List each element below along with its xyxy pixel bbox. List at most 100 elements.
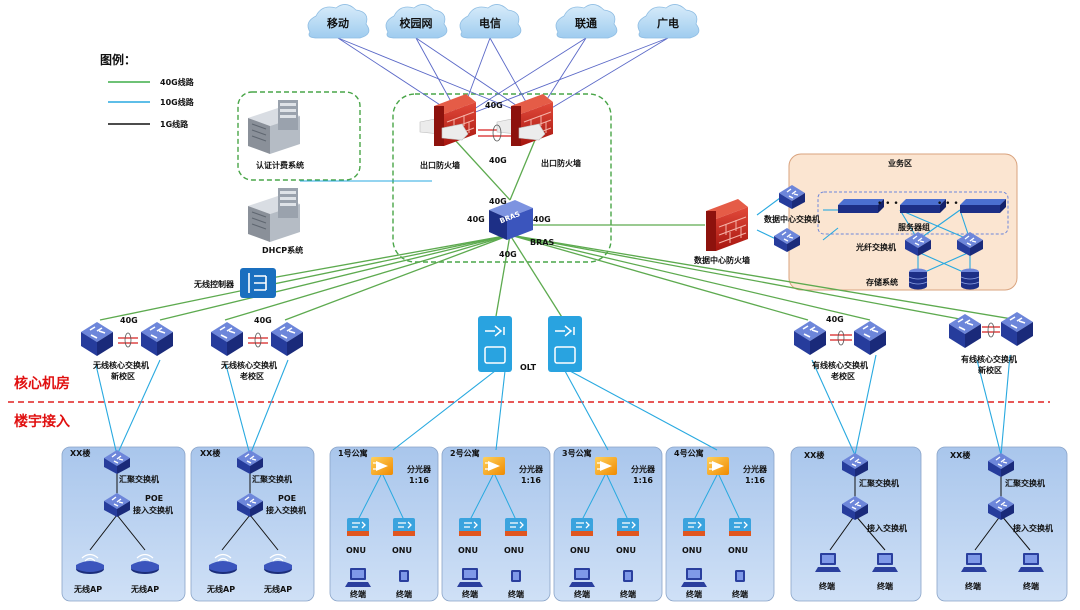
- dc-switch-label: 数据中心交换机: [764, 214, 820, 224]
- poe-label-line1: POE: [145, 494, 163, 503]
- onu-icon: [728, 517, 752, 537]
- zone-core-room-label: 核心机房: [14, 375, 70, 392]
- building-name: XX楼: [200, 448, 220, 458]
- cloud-isp: 校园网: [385, 4, 448, 39]
- wireless-core-old-line1: 无线核心交换机: [220, 360, 277, 370]
- onu-label: ONU: [504, 546, 524, 555]
- building-box: [553, 446, 663, 602]
- ap-label: 无线AP: [73, 584, 102, 594]
- server-blade-3: [960, 199, 1006, 213]
- poe-label-line2: 接入交换机: [266, 505, 306, 515]
- onu-label: ONU: [346, 546, 366, 555]
- dc-firewall-label: 数据中心防火墙: [694, 255, 750, 265]
- terminal-label: 终端: [461, 589, 478, 599]
- legend-item-label: 1G线路: [160, 119, 189, 129]
- zone-building-access-label: 楼宇接入: [14, 413, 70, 430]
- onu-label: ONU: [728, 546, 748, 555]
- olt-label: OLT: [520, 363, 537, 372]
- wireless-core-new-line2: 新校区: [111, 371, 135, 381]
- auth-billing-label: 认证计费系统: [256, 160, 304, 170]
- terminal-label: 终端: [731, 589, 748, 599]
- ap-label: 无线AP: [130, 584, 159, 594]
- terminal-label: 终端: [964, 581, 981, 591]
- onu-label: ONU: [570, 546, 590, 555]
- apartment-name: 3号公寓: [562, 448, 592, 458]
- bras-router: BRAS BRAS: [489, 200, 554, 247]
- speed-label-wl-old: 40G: [254, 316, 272, 325]
- auth-billing-system: 认证计费系统: [247, 99, 304, 170]
- wireless-core-old-line2: 老校区: [239, 371, 264, 381]
- terminal-label: 终端: [507, 589, 524, 599]
- speed-label-bras-top: 40G: [489, 197, 507, 206]
- legend-title: 图例：: [100, 52, 136, 67]
- wireless-core-new-line1: 无线核心交换机: [92, 360, 149, 370]
- egress-firewall-right: 出口防火墙: [496, 93, 581, 168]
- apartment-name: 1号公寓: [338, 448, 368, 458]
- egress-firewall-right-label: 出口防火墙: [541, 158, 581, 168]
- legend-item: 40G线路: [108, 77, 195, 87]
- fiber-switch-label: 光纤交换机: [855, 242, 896, 252]
- ap-label: 无线AP: [263, 584, 292, 594]
- building-box: [665, 446, 775, 602]
- onu-label: ONU: [682, 546, 702, 555]
- legend-item-label: 10G线路: [160, 97, 195, 107]
- wireless-controller-label: 无线控制器: [193, 279, 235, 289]
- onu-label: ONU: [458, 546, 478, 555]
- splitter-label-line1: 分光器: [631, 464, 656, 474]
- terminal-label: 终端: [685, 589, 702, 599]
- speed-label-fw-pair: 40G: [485, 101, 503, 110]
- storage-left: [908, 268, 928, 290]
- apartment-name: 4号公寓: [674, 448, 704, 458]
- aggregation-switch-label: 汇聚交换机: [252, 474, 292, 484]
- speed-label-bras-left: 40G: [467, 215, 485, 224]
- splitter-icon: [370, 456, 394, 476]
- access-switch-label: 接入交换机: [1013, 523, 1053, 533]
- cloud-label: 联通: [575, 16, 597, 30]
- terminal-label: 终端: [818, 581, 835, 591]
- onu-icon: [458, 517, 482, 537]
- onu-label: ONU: [616, 546, 636, 555]
- onu-icon: [504, 517, 528, 537]
- building-name: XX楼: [950, 450, 970, 460]
- egress-firewall-left-label: 出口防火墙: [420, 160, 460, 170]
- dhcp-system: DHCP系统: [247, 187, 303, 255]
- cloud-label: 移动: [327, 16, 349, 30]
- onu-icon: [346, 517, 370, 537]
- storage-right: [960, 268, 980, 290]
- terminal-label: 终端: [573, 589, 590, 599]
- apartment-name: 2号公寓: [450, 448, 480, 458]
- onu-icon: [570, 517, 594, 537]
- business-zone-box: [788, 153, 1018, 291]
- wired-core-old-line2: 老校区: [830, 371, 855, 381]
- aggregation-switch-label: 汇聚交换机: [859, 478, 899, 488]
- isp-clouds: 移动 校园网电信 联通 广电: [307, 4, 700, 39]
- olt-right: [548, 316, 582, 372]
- poe-label-line2: 接入交换机: [133, 505, 173, 515]
- splitter-icon: [594, 456, 618, 476]
- building-name: XX楼: [804, 450, 824, 460]
- building-box: [329, 446, 439, 602]
- splitter-icon: [482, 456, 506, 476]
- ap-label: 无线AP: [206, 584, 235, 594]
- splitter-label-line2: 1:16: [745, 476, 765, 485]
- firewall-link-ring: [492, 124, 502, 142]
- aggregation-switch-label: 汇聚交换机: [119, 474, 159, 484]
- cloud-label: 广电: [657, 16, 679, 30]
- onu-label: ONU: [392, 546, 412, 555]
- legend: 图例： 40G线路 10G线路 1G线路: [100, 52, 195, 129]
- server-dots-1: • • •: [877, 199, 899, 209]
- onu-icon: [616, 517, 640, 537]
- splitter-icon: [706, 456, 730, 476]
- wired-core-new-line1: 有线核心交换机: [961, 354, 1017, 364]
- splitter-label-line2: 1:16: [633, 476, 653, 485]
- auth-dashed-zone: [237, 91, 361, 181]
- cloud-isp: 电信: [459, 4, 522, 39]
- wireless-core-switch-new: 40G 无线核心交换机 新校区: [80, 316, 174, 381]
- building-boxes: [61, 446, 1068, 602]
